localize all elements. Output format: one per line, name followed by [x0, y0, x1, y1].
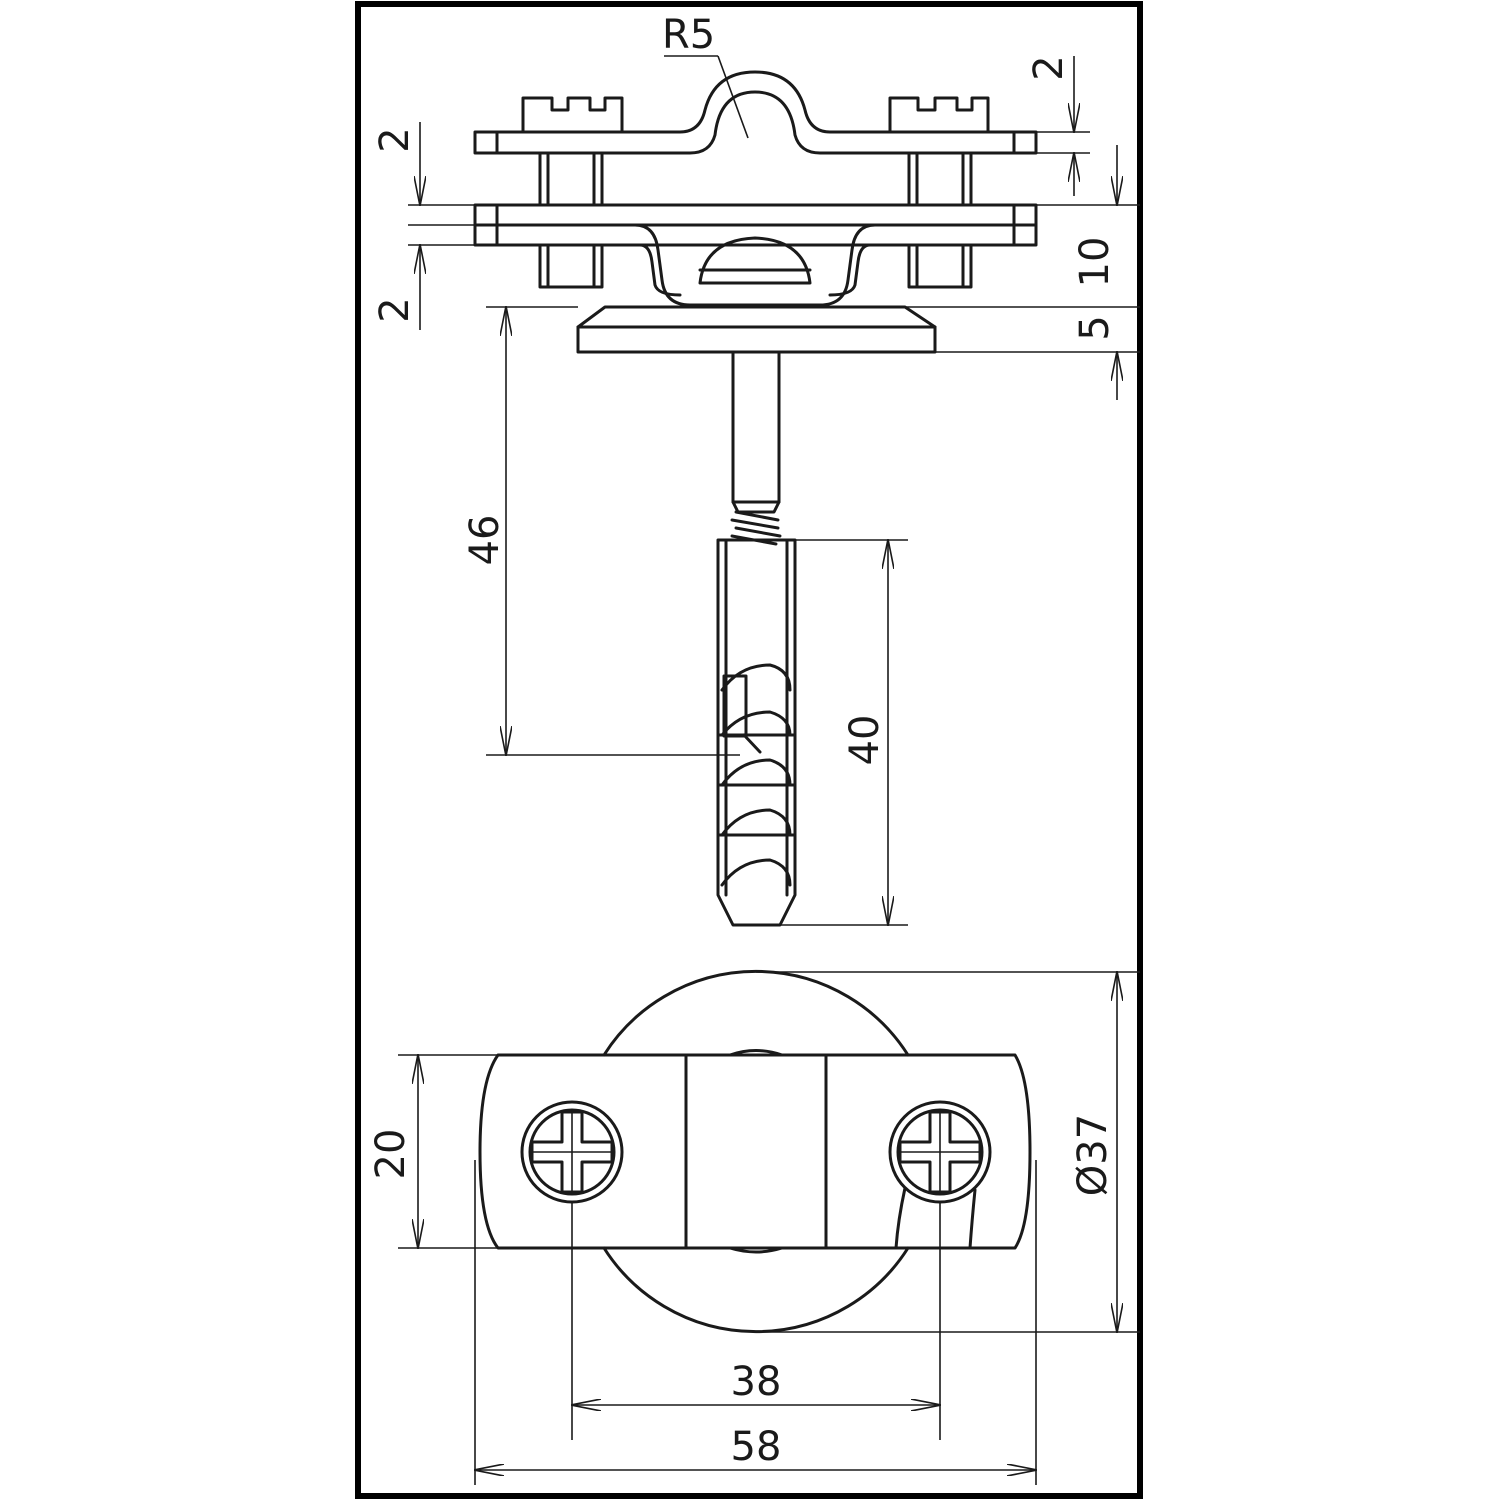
dim-screw-spacing-label: 38: [731, 1359, 782, 1405]
phillips-screw-right: [888, 1100, 992, 1250]
nut-left: [538, 243, 604, 289]
spring: [730, 510, 782, 546]
r5-leader: [717, 55, 749, 139]
anchor-pin: [742, 733, 762, 754]
lower-saddle-inner: [638, 243, 682, 297]
dim-clamp-height-label: 10: [1072, 237, 1118, 288]
lower-saddle: [633, 223, 877, 307]
base-washer-top: [576, 305, 937, 329]
screw-head-right: [888, 96, 990, 134]
top-view-dimensions: 20 Ø37 38 58: [368, 972, 1140, 1485]
dim-screw-offset-label: 46: [462, 515, 508, 566]
upper-clamp-plate: [473, 70, 1038, 155]
base-disc: [602, 969, 910, 1334]
dim-lower-clamp-gap-label: 2: [372, 127, 418, 152]
anchor-rib: [720, 858, 792, 887]
anchor-slot: [722, 674, 748, 738]
screw-head-left: [521, 96, 624, 134]
side-view-dimensions: R5 2 2 2 10 5 46 40: [372, 12, 1140, 925]
anchor-rib: [720, 663, 792, 692]
dim-base-thickness-label: 5: [1072, 315, 1118, 340]
anchor-rib: [720, 710, 792, 737]
stud-tip: [731, 500, 781, 514]
dim-top-clamp-thickness-label: 2: [1026, 55, 1072, 80]
anchor-rib: [720, 758, 792, 787]
dim-anchor-length-label: 40: [842, 715, 888, 766]
dim-lower-clamp-bottom-label: 2: [372, 297, 418, 322]
side-view: [473, 70, 1038, 927]
clamp-plate-outline: [478, 1053, 1032, 1250]
nut-right: [907, 243, 973, 289]
dim-overall-length-label: 58: [731, 1424, 782, 1470]
round-head-screw: [698, 236, 812, 285]
stud: [731, 350, 781, 504]
anchor-rib: [720, 808, 792, 837]
dim-clamp-width-label: 20: [368, 1129, 414, 1180]
saddle-curve-top: [728, 1049, 784, 1057]
top-view: [478, 969, 1032, 1334]
drawing-frame: [355, 1, 1143, 1499]
dim-base-diameter-label: Ø37: [1070, 1114, 1116, 1196]
phillips-screw-left: [520, 1100, 624, 1204]
lower-saddle-inner: [828, 243, 872, 297]
dim-radius-label: R5: [662, 12, 715, 58]
saddle-curve-bottom: [728, 1246, 784, 1254]
base-washer: [576, 325, 937, 354]
